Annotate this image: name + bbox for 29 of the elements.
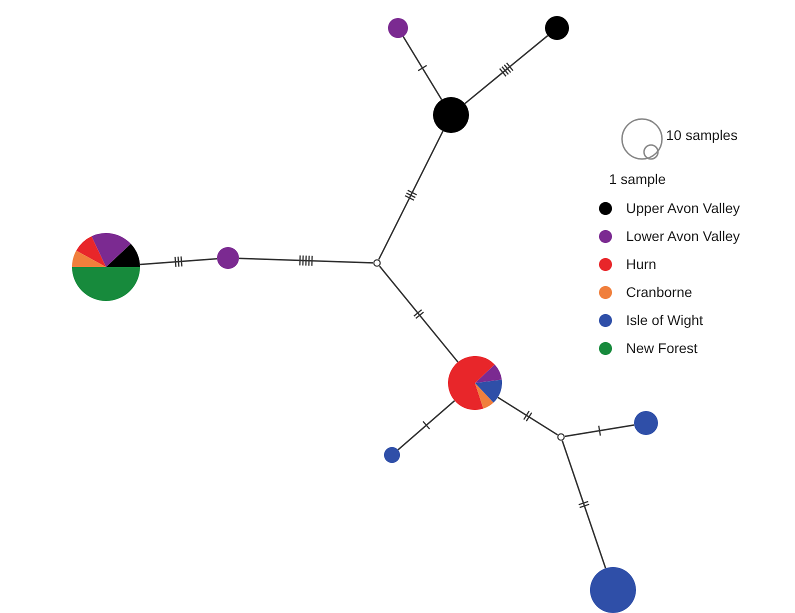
haplotype-circle xyxy=(590,567,636,613)
median-vector-circle xyxy=(557,433,565,441)
legend-label: New Forest xyxy=(626,341,698,355)
haplotype-circle xyxy=(388,18,408,38)
network-link xyxy=(497,396,558,436)
haplotype-circle xyxy=(433,97,469,133)
haplotype-circle xyxy=(448,356,502,410)
haplotype-circle xyxy=(384,447,400,463)
scale-label: 1 sample xyxy=(609,172,666,186)
legend-label: Cranborne xyxy=(626,285,692,299)
legend-label: Isle of Wight xyxy=(626,313,704,327)
network-link xyxy=(564,424,634,438)
network-link xyxy=(238,258,374,264)
network-link xyxy=(464,35,548,104)
network-link xyxy=(562,440,606,568)
legend-label: Hurn xyxy=(626,257,656,271)
network-link xyxy=(378,266,458,363)
haplotype-circle xyxy=(217,247,239,269)
network-link xyxy=(402,36,442,100)
median-vector-circle xyxy=(373,259,381,267)
haplotype-circle xyxy=(72,233,140,301)
network-link xyxy=(398,400,456,450)
haplotype-circle xyxy=(545,16,569,40)
scale-label: 10 samples xyxy=(666,128,738,142)
haplotype-circle xyxy=(634,411,658,435)
legend-label: Lower Avon Valley xyxy=(626,229,740,243)
network-link xyxy=(378,130,444,260)
legend-label: Upper Avon Valley xyxy=(626,201,740,215)
network-link xyxy=(140,258,218,266)
